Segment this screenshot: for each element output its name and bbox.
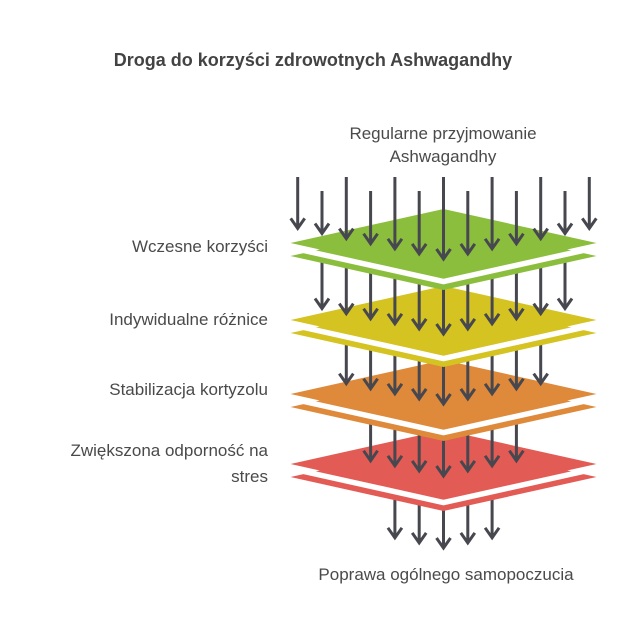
layer-edge-gap-1 <box>289 321 598 362</box>
layer-label-cortisol-stabilization: Stabilizacja kortyzolu <box>109 380 268 399</box>
output-label: Poprawa ogólnego samopoczucia <box>318 565 574 584</box>
layer-edge-gap-2 <box>289 395 598 436</box>
input-label: Regularne przyjmowanie Ashwagandhy <box>349 124 537 166</box>
layer-label-early-benefits: Wczesne korzyści <box>131 237 268 256</box>
layer-edge-gap-3 <box>289 465 598 506</box>
diagram-title: Droga do korzyści zdrowotnych Ashwagandh… <box>113 50 513 70</box>
arrow-band-4 <box>386 495 501 551</box>
arrow-band-1 <box>313 257 574 337</box>
arrow-band-2 <box>338 341 549 407</box>
layer-label-individual-differences: Indywidualne różnice <box>109 310 268 329</box>
arrow-band-3 <box>362 418 525 479</box>
arrow-band-0 <box>289 177 598 262</box>
layer-edge-gap-0 <box>289 244 598 285</box>
layer-label-stress-resistance: Zwiększona odporność na stres <box>70 441 268 486</box>
